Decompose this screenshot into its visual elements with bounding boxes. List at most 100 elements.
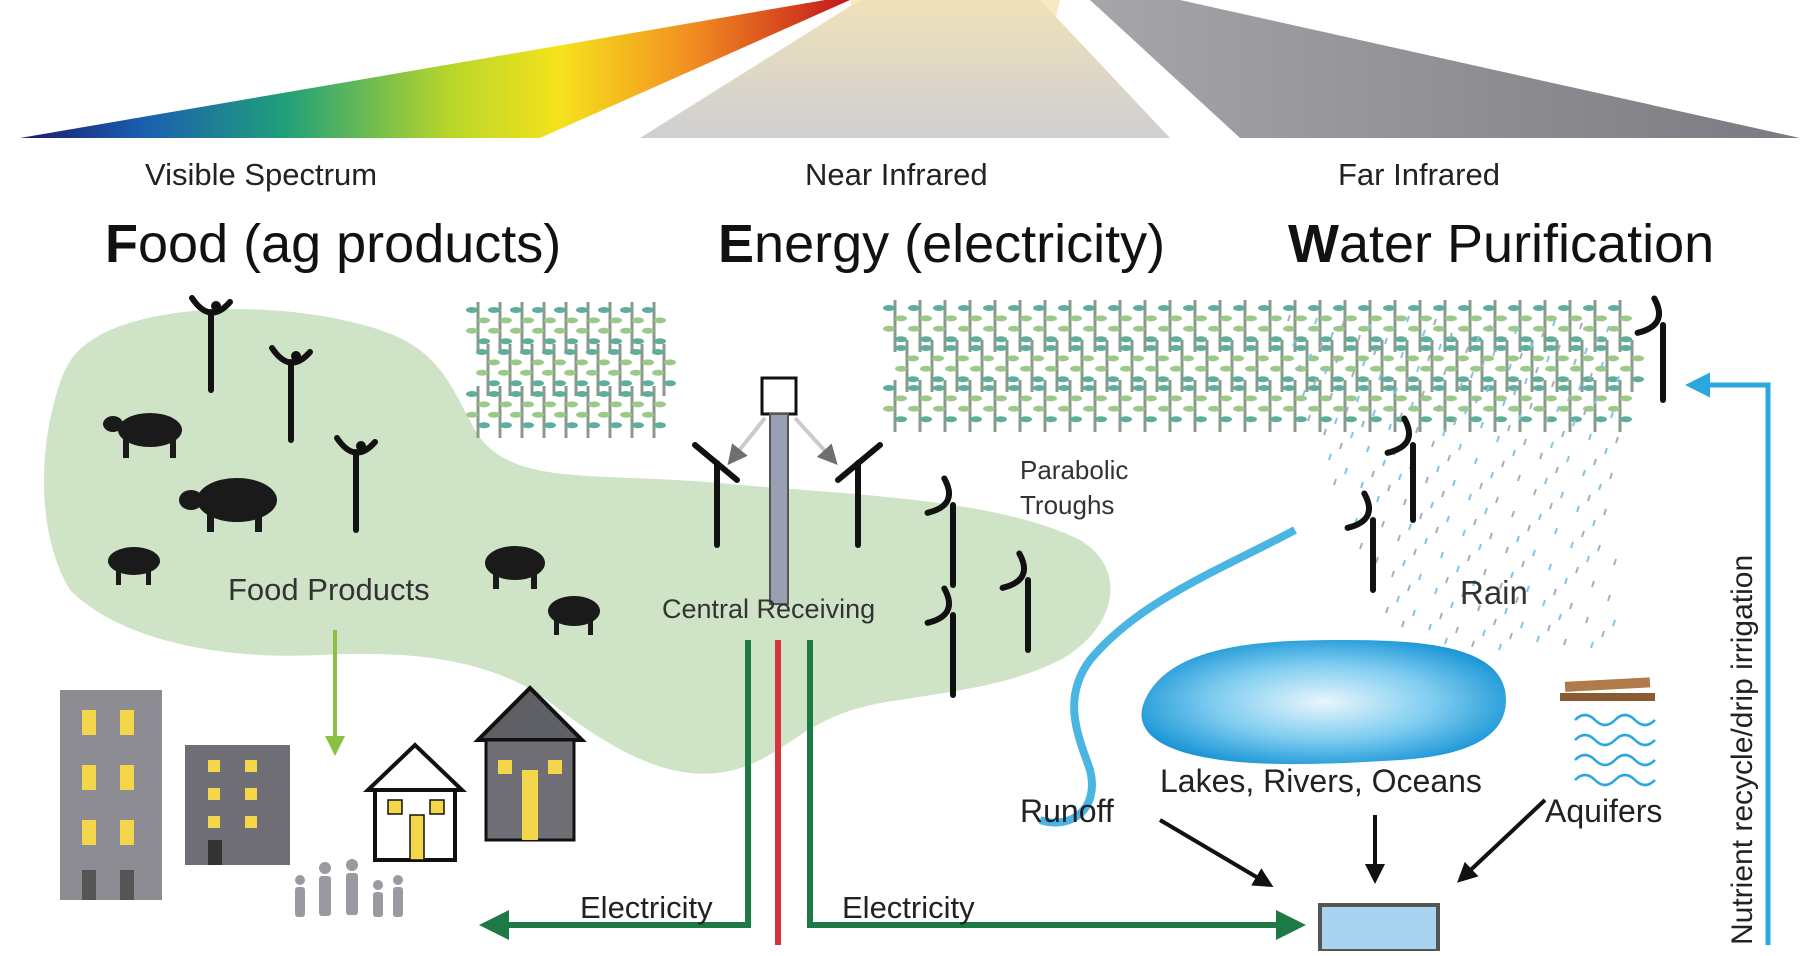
far-infrared-label: Far Infrared xyxy=(1338,157,1500,192)
rain-drop xyxy=(1542,599,1546,607)
rain-drop xyxy=(1524,377,1528,385)
dish-icon xyxy=(1634,295,1666,403)
rain-drop xyxy=(1396,595,1400,603)
crop-plant-icon xyxy=(1333,300,1357,352)
rain-drop xyxy=(1582,469,1586,477)
rain-drop xyxy=(1438,343,1442,351)
rain-drop xyxy=(1437,404,1441,412)
rain-drop xyxy=(1307,414,1311,422)
rain-drop xyxy=(1407,584,1411,592)
crop-plant-icon xyxy=(908,380,932,432)
crop-plant-icon xyxy=(1158,380,1182,432)
rain-drop xyxy=(1385,606,1389,614)
crop-plant-icon xyxy=(1008,380,1032,432)
rain-drop xyxy=(1560,491,1564,499)
rain-drop xyxy=(1509,632,1513,640)
crop-plant-icon xyxy=(564,344,588,396)
rain-drop xyxy=(1430,501,1434,509)
rain-drop xyxy=(1477,604,1481,612)
central-tower xyxy=(727,376,838,605)
crop-plant-icon xyxy=(1158,300,1182,352)
rain-drop xyxy=(1564,577,1568,585)
parabolic-troughs-label-line1: Parabolic xyxy=(1020,455,1128,485)
crop-plant-icon xyxy=(532,386,556,438)
rain-drop xyxy=(1558,613,1562,621)
rain-drop xyxy=(1609,472,1613,480)
energy-heading: Energy (electricity) xyxy=(718,214,1165,274)
rain-drop xyxy=(1302,389,1306,397)
pig-icon xyxy=(179,478,277,532)
crop-plant-icon xyxy=(576,302,600,354)
rain-drop xyxy=(1381,520,1385,528)
rain-drop xyxy=(1495,496,1499,504)
rain-drop xyxy=(1445,576,1449,584)
rain-drop xyxy=(1607,594,1611,602)
rain-drop xyxy=(1357,334,1361,342)
rain-drop xyxy=(1319,342,1323,350)
rain-drop xyxy=(1442,429,1446,437)
crop-plant-icon xyxy=(1520,340,1544,392)
rain-drop xyxy=(1594,397,1598,405)
rain-drop xyxy=(1416,365,1420,373)
crop-plant-icon xyxy=(895,340,919,392)
crop-plant-icon xyxy=(1508,380,1532,432)
crop-plant-icon xyxy=(1595,340,1619,392)
rain-drop xyxy=(1536,635,1540,643)
crop-plant-icon xyxy=(1220,340,1244,392)
rain-drop xyxy=(1533,488,1537,496)
rain-drop xyxy=(1447,454,1451,462)
rain-drop xyxy=(1403,498,1407,506)
rain-drop xyxy=(1511,510,1515,518)
crop-plant-icon xyxy=(1383,300,1407,352)
crop-plant-icon xyxy=(608,344,632,396)
crop-plant-icon xyxy=(598,302,622,354)
rain-drop xyxy=(1387,484,1391,492)
rain-drop xyxy=(1402,559,1406,567)
crop-plants-left xyxy=(466,302,676,438)
rain-drop xyxy=(1292,339,1296,347)
rain-drop xyxy=(1405,376,1409,384)
rain-drop xyxy=(1563,638,1567,646)
rain-drop xyxy=(1462,529,1466,537)
visible-spectrum-label: Visible Spectrum xyxy=(145,157,377,192)
rain-drop xyxy=(1514,327,1518,335)
crop-plant-icon xyxy=(1195,340,1219,392)
crop-plant-icon xyxy=(1445,340,1469,392)
rain-drop xyxy=(1504,607,1508,615)
rain-drop xyxy=(1587,494,1591,502)
parabolic-troughs-label-line2: Troughs xyxy=(1020,490,1114,520)
rain-drop xyxy=(1422,329,1426,337)
rain-drop xyxy=(1520,621,1524,629)
rain-drop xyxy=(1373,348,1377,356)
rain-drop xyxy=(1412,609,1416,617)
rain-drop xyxy=(1521,560,1525,568)
rain-drop xyxy=(1446,515,1450,523)
rain-drops xyxy=(1287,314,1620,651)
rain-drop xyxy=(1548,563,1552,571)
crop-plant-icon xyxy=(1083,380,1107,432)
rain-drop xyxy=(1507,424,1511,432)
rain-drop xyxy=(1324,367,1328,375)
rain-drop xyxy=(1601,630,1605,638)
runoff-label: Runoff xyxy=(1020,793,1114,829)
crop-plant-icon xyxy=(576,386,600,438)
dish-icon xyxy=(269,345,313,443)
rain-drop xyxy=(1329,392,1333,400)
rain-drop xyxy=(1308,353,1312,361)
rain-drop xyxy=(1519,352,1523,360)
rain-drop xyxy=(1453,418,1457,426)
sheep-icon xyxy=(108,547,160,585)
lakes-label: Lakes, Rivers, Oceans xyxy=(1160,763,1482,799)
rain-drop xyxy=(1561,430,1565,438)
crop-plant-icon xyxy=(542,344,566,396)
rain-drop xyxy=(1583,408,1587,416)
rain-drop xyxy=(1505,546,1509,554)
rain-drop xyxy=(1359,542,1363,550)
pipe-right xyxy=(807,640,1306,940)
solar-mirrors xyxy=(189,295,1666,698)
crop-plant-icon xyxy=(1108,380,1132,432)
rain-drop xyxy=(1569,602,1573,610)
crop-plant-icon xyxy=(1258,380,1282,432)
rain-drop xyxy=(1530,341,1534,349)
